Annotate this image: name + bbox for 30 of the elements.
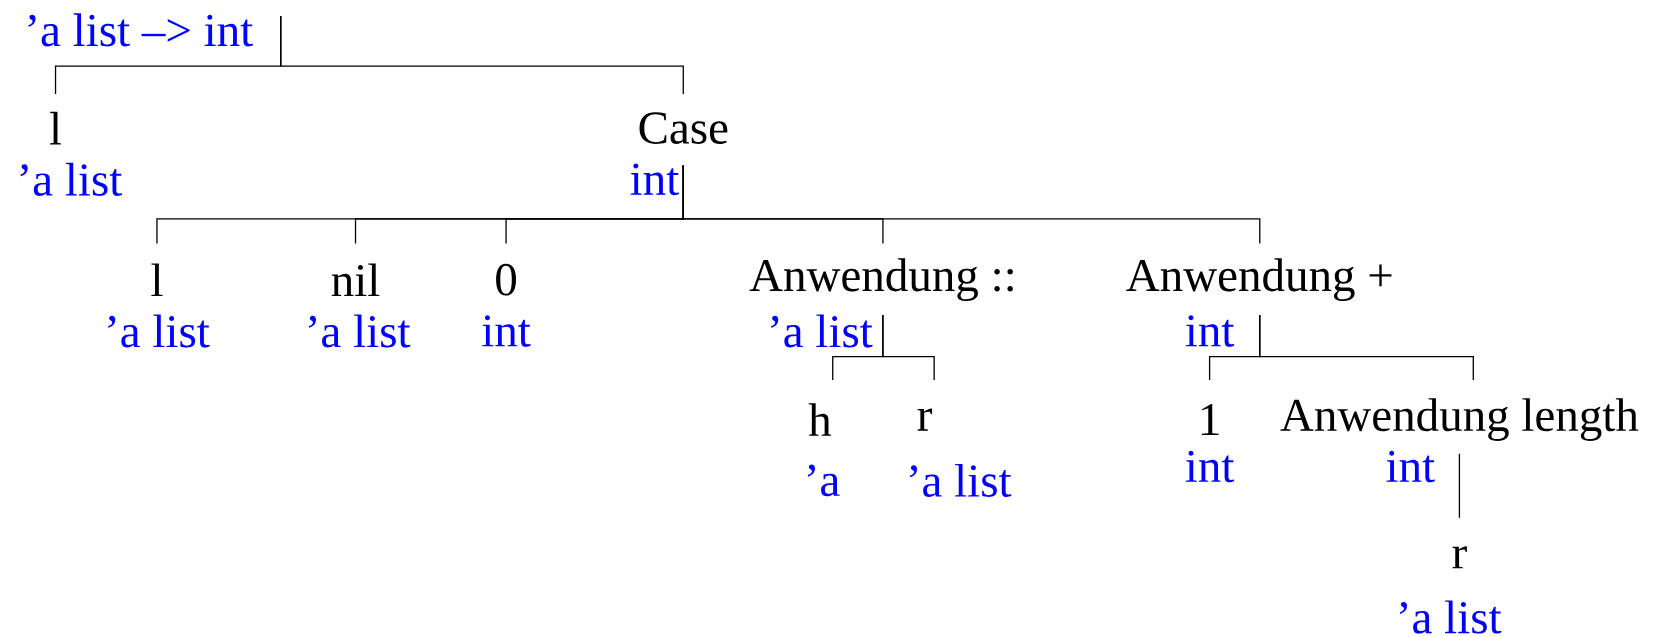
type-label: ’a list	[1400, 600, 1502, 634]
type-label: ’a list	[771, 314, 873, 348]
node-label: Anwendung ::	[749, 258, 1013, 302]
tree-line	[1458, 453, 1461, 519]
tree-line	[682, 164, 1261, 245]
node-label: r	[1452, 546, 1467, 569]
type-label: ’a list	[20, 162, 122, 196]
type-label: int	[1386, 450, 1435, 483]
type-label: ’a	[807, 464, 840, 497]
type-label: ’a list	[909, 463, 1012, 497]
node-label: h	[808, 403, 832, 436]
type-label: ’a list	[308, 314, 411, 348]
node-label: 1	[1201, 404, 1219, 436]
type-label: int	[1185, 315, 1235, 347]
node-label: nil	[331, 263, 380, 296]
tree-line	[280, 15, 684, 95]
node-label: Anwendung length	[1280, 398, 1639, 441]
node-label: Anwendung +	[1126, 258, 1392, 302]
node-label: r	[917, 408, 932, 431]
node-label: l	[49, 111, 62, 145]
tree-line	[882, 314, 935, 381]
node-label: l	[151, 263, 163, 296]
type-label: int	[630, 163, 679, 196]
type-label: ’a list –> int	[28, 13, 253, 47]
type-label: ’a list	[108, 314, 210, 348]
type-label: int	[482, 315, 531, 347]
node-label: Case	[639, 112, 728, 144]
type-label: int	[1185, 450, 1235, 483]
tree-line	[1259, 314, 1474, 381]
node-label: 0	[496, 263, 516, 296]
